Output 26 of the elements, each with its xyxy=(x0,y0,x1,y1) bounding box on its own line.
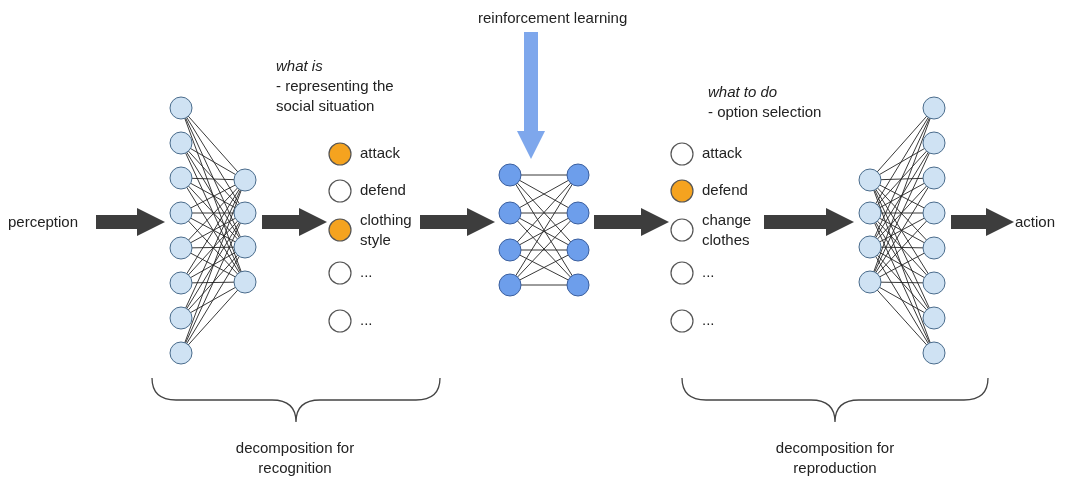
heading-label: what to do xyxy=(708,82,779,102)
option-label: defend xyxy=(702,180,749,200)
option-label: ... xyxy=(360,310,374,330)
brace-caption: decomposition for recognition xyxy=(234,438,356,478)
node-label: action xyxy=(1015,212,1057,232)
option-label: attack xyxy=(702,143,744,163)
heading-text: - option selection xyxy=(708,102,823,122)
arrow xyxy=(517,32,545,159)
option-label: ... xyxy=(702,262,716,282)
option-label: clothing style xyxy=(360,210,413,250)
option-label: ... xyxy=(360,262,374,282)
arrow xyxy=(594,208,669,236)
heading-label: what is xyxy=(276,56,324,76)
arrow xyxy=(951,208,1014,236)
option-label: defend xyxy=(360,180,407,200)
heading-text: - representing the social situation xyxy=(276,76,395,116)
arrow xyxy=(420,208,495,236)
node-label: reinforcement learning xyxy=(478,8,629,28)
node-label: perception xyxy=(8,212,80,232)
brace-caption: decomposition for reproduction xyxy=(774,438,896,478)
option-label: change clothes xyxy=(702,210,753,250)
arrow xyxy=(96,208,165,236)
arrow xyxy=(764,208,854,236)
option-label: ... xyxy=(702,310,716,330)
arrow xyxy=(262,208,327,236)
option-label: attack xyxy=(360,143,402,163)
